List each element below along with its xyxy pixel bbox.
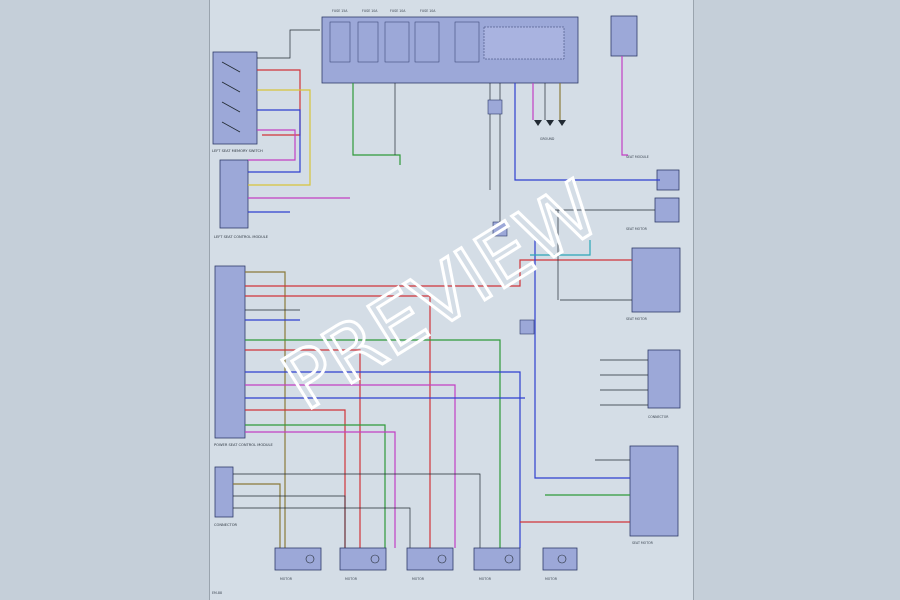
fuse-label: FUSE 15A xyxy=(332,9,348,13)
fuse-cell xyxy=(384,21,410,63)
motor-label: MOTOR xyxy=(479,577,492,581)
green-wire xyxy=(352,83,401,165)
page-number: EM-88 xyxy=(212,591,222,595)
switch-contact xyxy=(221,121,241,133)
motor-icon xyxy=(370,554,380,564)
seat-switch-label: LEFT SEAT MEMORY SWITCH xyxy=(212,149,263,153)
red-wire xyxy=(245,409,346,548)
motor-icon xyxy=(557,554,567,564)
ground-label: GROUND xyxy=(540,137,555,141)
power-seat-control-module xyxy=(214,265,246,439)
magenta-wire xyxy=(248,129,296,161)
black-wire xyxy=(233,473,481,548)
right-large-module xyxy=(629,445,679,537)
side-module-mid-label: SEAT MOTOR xyxy=(626,227,648,231)
magenta-wire xyxy=(245,431,396,548)
side-module-top-label: SEAT MODULE xyxy=(626,155,649,159)
black-wire xyxy=(257,29,320,59)
motor-icon xyxy=(305,554,315,564)
right-switch-module xyxy=(631,247,681,313)
bottom-motor-row: MOTOR MOTOR MOTOR MOTOR MOTOR xyxy=(274,547,578,581)
black-wire xyxy=(233,495,346,548)
right-sensor-module xyxy=(656,169,680,191)
olive-wire xyxy=(245,271,286,548)
blue-wire xyxy=(248,109,301,173)
splice-connector xyxy=(519,319,535,335)
motor-label: MOTOR xyxy=(280,577,293,581)
blue-wire xyxy=(245,371,521,548)
green-wire xyxy=(245,339,501,548)
fuse-cell xyxy=(454,21,480,63)
right-connector-module xyxy=(647,349,681,409)
motor-module xyxy=(274,547,322,571)
yellow-wire xyxy=(248,89,311,186)
switch-contact xyxy=(221,81,241,93)
ground-icon xyxy=(546,120,554,126)
side-module-lower-label: CONNECTOR xyxy=(648,415,669,419)
fuse-label: FUSE 10A xyxy=(420,9,436,13)
red-wire xyxy=(245,295,431,548)
fuse-label: FUSE 10A xyxy=(390,9,406,13)
red-wire xyxy=(257,69,301,136)
side-module-bottom-label: SEAT MOTOR xyxy=(626,317,648,321)
magenta-wire xyxy=(621,56,628,156)
ground-icon xyxy=(534,120,542,126)
relay-section xyxy=(483,26,565,60)
fuse-cell xyxy=(357,21,379,63)
motor-module xyxy=(406,547,454,571)
connector-block-label: CONNECTOR xyxy=(214,523,238,527)
ground-markers: GROUND xyxy=(534,120,566,141)
blue-wire xyxy=(534,240,630,479)
top-fuse-block: FUSE 15A FUSE 10A FUSE 10A FUSE 10A xyxy=(321,9,579,84)
fuse-cell xyxy=(414,21,440,63)
black-wire xyxy=(233,507,411,548)
ground-icon xyxy=(558,120,566,126)
splice-connector xyxy=(487,99,503,115)
olive-wire xyxy=(233,483,281,548)
cyan-wire xyxy=(530,240,591,256)
lower-left-connector xyxy=(214,466,234,518)
motor-icon xyxy=(437,554,447,564)
side-module-big-label: SEAT MOTOR xyxy=(632,541,654,545)
right-motor-module xyxy=(654,197,680,223)
blue-wire xyxy=(514,83,660,181)
top-right-fuse-module xyxy=(610,15,638,57)
green-wire xyxy=(245,424,386,548)
seat-switch-group: LEFT SEAT MEMORY SWITCH xyxy=(212,51,263,153)
motor-module xyxy=(339,547,387,571)
switch-contact xyxy=(221,101,241,113)
motor-label: MOTOR xyxy=(345,577,358,581)
motor-icon xyxy=(504,554,514,564)
motor-module xyxy=(542,547,578,571)
red-wire xyxy=(245,349,361,548)
motor-module xyxy=(473,547,521,571)
red-wire xyxy=(245,259,632,287)
magenta-wire xyxy=(245,384,456,548)
wire-harness xyxy=(233,29,660,548)
left-seat-module xyxy=(219,159,249,229)
motor-label: MOTOR xyxy=(545,577,558,581)
switch-contact xyxy=(221,61,241,73)
motor-label: MOTOR xyxy=(412,577,425,581)
fuse-cell xyxy=(329,21,351,63)
splice-connector xyxy=(492,221,508,237)
seat-switch-body xyxy=(212,51,258,145)
power-seat-control-label: POWER SEAT CONTROL MODULE xyxy=(214,443,274,447)
left-module-label: LEFT SEAT CONTROL MODULE xyxy=(214,235,269,239)
fuse-label: FUSE 10A xyxy=(362,9,378,13)
